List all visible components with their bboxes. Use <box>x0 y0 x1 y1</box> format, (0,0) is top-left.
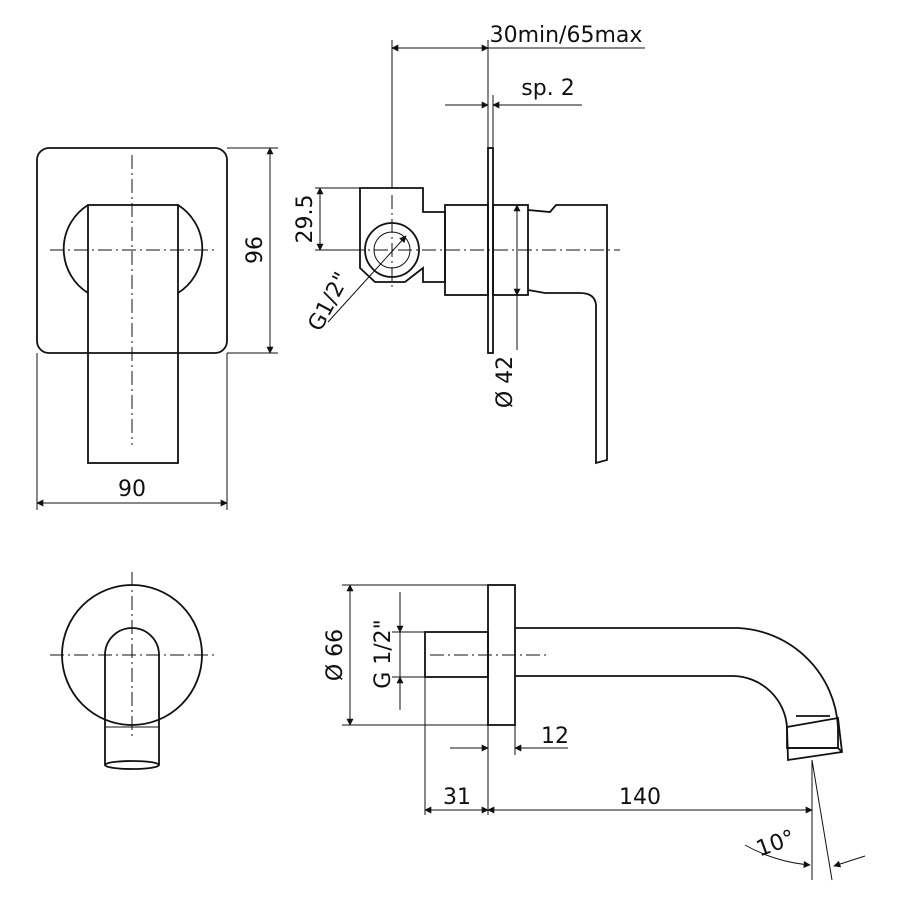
dimension-spout-thread: G 1/2" <box>371 592 425 710</box>
dimension-inlet-thread: G1/2" <box>304 235 407 335</box>
dimension-rosette-diameter: Ø 42 <box>493 204 521 408</box>
spout-rosette-label: Ø 66 <box>323 629 348 681</box>
plate-thickness-label: sp. 2 <box>521 76 574 101</box>
dimension-plate-thickness: sp. 2 <box>445 76 582 148</box>
rosette-diameter-label: Ø 42 <box>493 356 518 408</box>
spout-side-view <box>424 584 843 762</box>
depth-range-label: 30min/65max <box>490 23 643 48</box>
spout-plate-thickness-label: 12 <box>541 724 569 749</box>
spout-connector-length-label: 31 <box>443 785 471 810</box>
spout-projection-label: 140 <box>619 785 661 810</box>
mixer-side-view <box>350 147 620 465</box>
dimension-inlet-offset: 29.5 <box>293 187 360 251</box>
spout-aerator <box>786 716 843 762</box>
dimension-plate-height: 96 <box>227 147 278 354</box>
inlet-elbow <box>359 187 446 283</box>
inlet-thread-label: G1/2" <box>304 268 355 335</box>
inlet-offset-label: 29.5 <box>293 195 318 244</box>
dimension-depth-range: 30min/65max <box>391 23 645 188</box>
spout-outlet-front <box>104 760 160 770</box>
dimension-spout-angle: 10° <box>744 759 866 881</box>
dimension-spout-plate-thickness: 12 <box>450 724 569 815</box>
spout-outlet-side <box>787 715 843 753</box>
spout-thread-label: G 1/2" <box>371 619 396 689</box>
rosette-outline <box>62 204 204 294</box>
plate-height-label: 96 <box>243 236 268 264</box>
dimension-spout-rosette: Ø 66 <box>323 584 488 726</box>
spout-angle-label: 10° <box>753 825 798 862</box>
dimension-spout-lengths: 31 140 <box>424 677 813 815</box>
spout-arm <box>515 627 839 749</box>
lever-handle-front <box>87 204 179 464</box>
spout-front-view <box>50 572 215 770</box>
plate-width-label: 90 <box>118 477 146 502</box>
lever-handle-side <box>527 204 608 465</box>
dimension-plate-width: 90 <box>36 353 228 510</box>
mixer-front-view <box>36 147 228 464</box>
